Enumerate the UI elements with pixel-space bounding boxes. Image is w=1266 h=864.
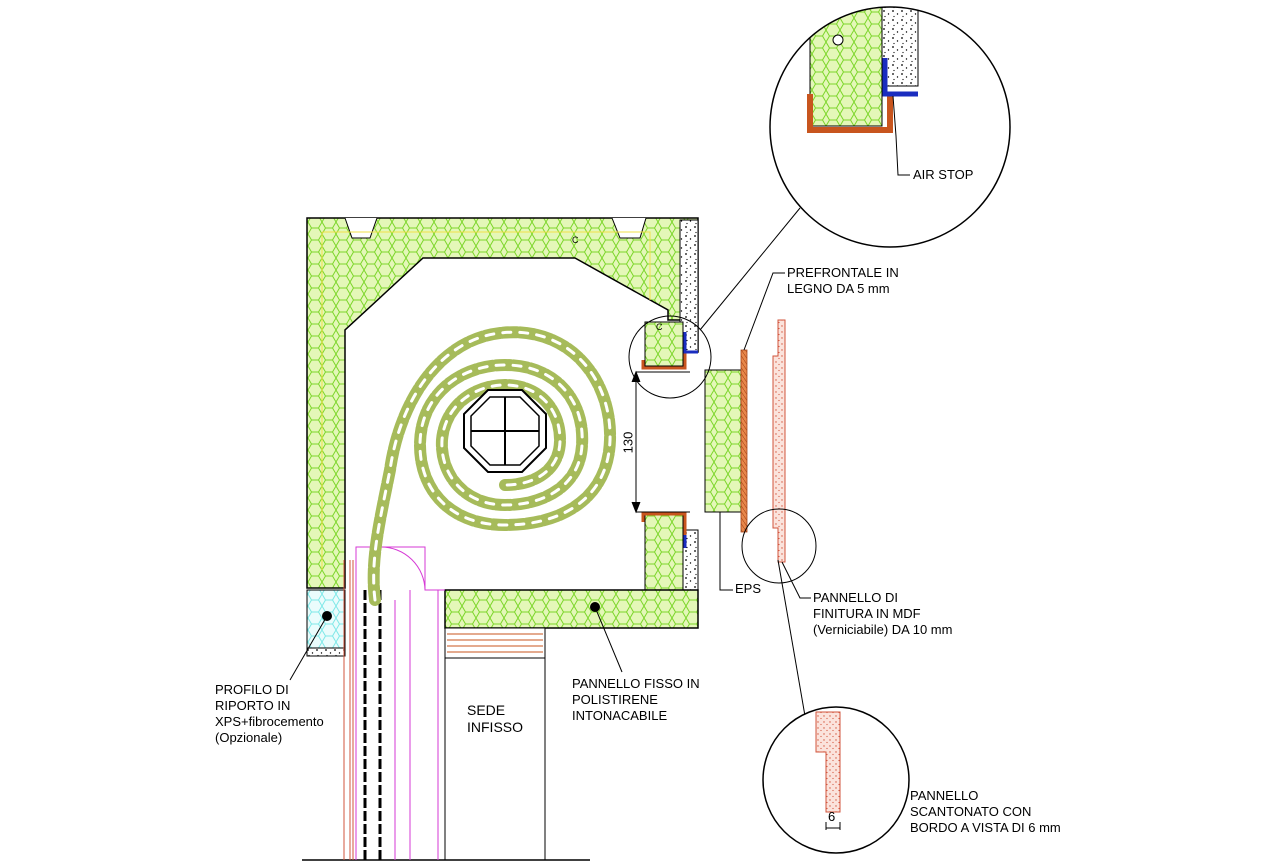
label-profilo-line3: XPS+fibrocemento	[215, 714, 324, 729]
label-scantonato-line1: PANNELLO	[910, 788, 979, 803]
label-profilo: PROFILO DI RIPORTO IN XPS+fibrocemento (…	[215, 682, 324, 746]
detail-airstop	[769, 6, 1011, 248]
label-profilo-line1: PROFILO DI	[215, 682, 289, 697]
label-scantonato-line3: BORDO A VISTA DI 6 mm	[910, 820, 1061, 835]
eps-block	[704, 369, 742, 513]
fixed-panel	[444, 589, 699, 629]
leaders	[289, 207, 811, 717]
label-profilo-line4: (Opzionale)	[215, 730, 283, 745]
label-pannello-finitura: PANNELLO DI FINITURA IN MDF (Verniciabil…	[813, 590, 952, 638]
mdf-panel	[772, 319, 786, 563]
label-prefrontale-line1: PREFRONTALE IN	[787, 265, 899, 280]
guide-rails	[343, 560, 354, 860]
label-sede-line2: INFISSO	[467, 719, 524, 735]
marker-c2: C	[656, 322, 663, 332]
label-fisso-line1: PANNELLO FISSO IN	[572, 676, 700, 691]
label-prefrontale: PREFRONTALE IN LEGNO DA 5 mm	[787, 265, 899, 297]
label-fisso-line3: INTONACABILE	[572, 708, 668, 723]
label-sede-line1: SEDE	[467, 702, 506, 718]
dimension-130: 130	[620, 431, 636, 454]
label-finitura-line3: (Verniciabile) DA 10 mm	[813, 622, 953, 637]
axle	[463, 389, 547, 473]
label-fisso-line2: POLISTIRENE	[572, 692, 658, 707]
label-prefrontale-line2: LEGNO DA 5 mm	[787, 281, 890, 296]
detail-ring-edge	[741, 508, 817, 584]
label-eps: EPS	[735, 581, 762, 596]
label-air-stop: AIR STOP	[913, 167, 974, 182]
upper-lip	[641, 321, 698, 370]
window-seat	[444, 627, 546, 860]
detail-ring-airstop	[628, 315, 712, 399]
leader-dot-profilo	[322, 611, 332, 621]
label-finitura-line1: PANNELLO DI	[813, 590, 899, 605]
label-sede-infisso: SEDE INFISSO	[467, 702, 523, 736]
label-scantonato-line2: SCANTONATO CON	[910, 804, 1032, 819]
window-frame	[355, 546, 445, 860]
shutter-rails	[363, 590, 382, 860]
label-finitura-line2: FINITURA IN MDF	[813, 606, 921, 621]
label-pannello-scantonato: PANNELLO SCANTONATO CON BORDO A VISTA DI…	[910, 788, 1061, 836]
lower-lip	[641, 512, 687, 593]
dimension-line	[631, 370, 690, 514]
dimension-6: 6	[828, 809, 836, 824]
detail-edge	[762, 706, 910, 854]
shutter-roll	[367, 326, 617, 606]
leader-dot-fisso	[590, 602, 600, 612]
marker-c1: C	[572, 235, 579, 245]
label-profilo-line2: RIPORTO IN	[215, 698, 291, 713]
prefrontale-wood	[740, 349, 748, 533]
label-pannello-fisso: PANNELLO FISSO IN POLISTIRENE INTONACABI…	[572, 676, 700, 724]
